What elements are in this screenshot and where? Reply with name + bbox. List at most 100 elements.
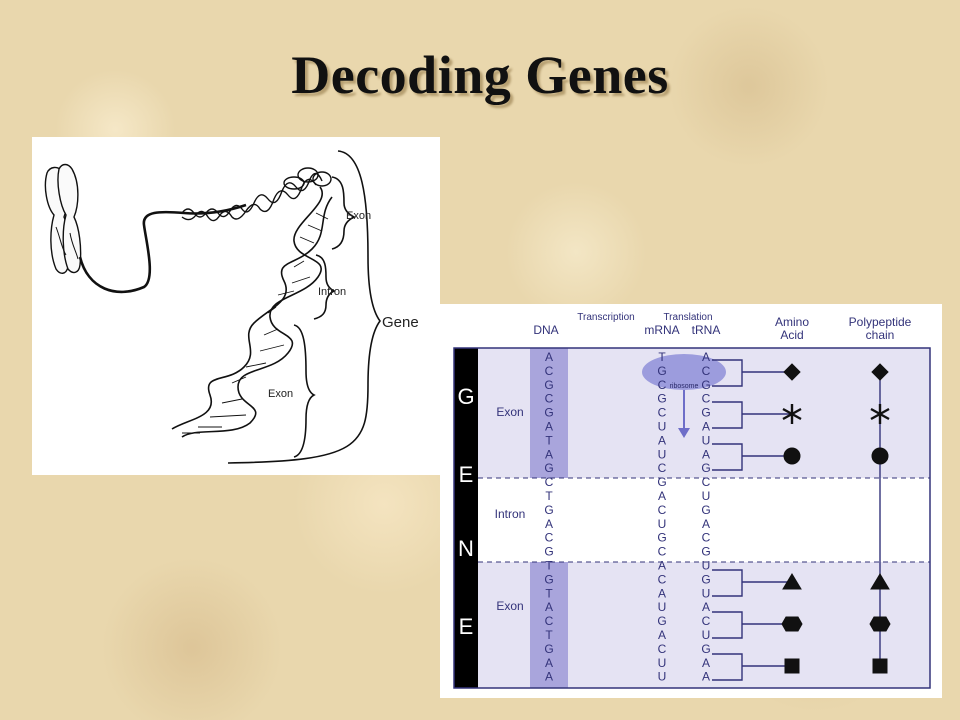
amino-acid-circle bbox=[783, 447, 801, 465]
trna-base: G bbox=[701, 461, 710, 475]
region-label-intron: Intron bbox=[495, 507, 526, 521]
polypeptide-asterisk bbox=[870, 404, 890, 424]
ribosome-label: ribosome bbox=[670, 383, 699, 390]
dna-base: C bbox=[545, 614, 554, 628]
amino-acid-asterisk bbox=[782, 404, 802, 424]
dna-helix-drawing: Exon Intron Exon Gene bbox=[44, 150, 419, 464]
table-border bbox=[453, 347, 931, 689]
trna-base: C bbox=[702, 614, 711, 628]
mrna-base: G bbox=[657, 614, 666, 628]
trna-base: C bbox=[702, 364, 711, 378]
trna-base: A bbox=[702, 517, 710, 531]
trna-base: G bbox=[701, 642, 710, 656]
translation-direction-arrowhead bbox=[678, 428, 690, 438]
trna-base: G bbox=[701, 406, 710, 420]
mrna-base: A bbox=[658, 586, 666, 600]
dna-base: G bbox=[544, 503, 553, 517]
mrna-base: G bbox=[657, 364, 666, 378]
gene-letter: E bbox=[459, 462, 474, 487]
header-amino-acid-line2: Acid bbox=[780, 328, 803, 342]
ribosome-shape bbox=[642, 354, 726, 390]
dna-base: G bbox=[544, 545, 553, 559]
mrna-base: C bbox=[658, 406, 667, 420]
header-polypeptide-line1: Polypeptide bbox=[849, 315, 912, 329]
mrna-base: A bbox=[658, 559, 666, 573]
label-intron: Intron bbox=[318, 286, 346, 298]
region-braces bbox=[227, 150, 381, 464]
trna-base: U bbox=[702, 559, 711, 573]
mrna-base: G bbox=[657, 475, 666, 489]
amino-acid-diamond bbox=[783, 363, 801, 381]
header-dna: DNA bbox=[533, 323, 558, 337]
helix-rungs bbox=[182, 212, 329, 434]
trna-base: A bbox=[702, 350, 710, 364]
amino-acid-hexagon bbox=[781, 616, 803, 632]
chromosome-shape bbox=[44, 163, 82, 274]
mrna-base: C bbox=[658, 461, 667, 475]
trna-base: A bbox=[702, 656, 710, 670]
trna-base: C bbox=[702, 475, 711, 489]
dna-highlight-top bbox=[530, 348, 568, 478]
slide-title: Decoding Genes bbox=[291, 45, 669, 105]
mrna-base: A bbox=[658, 433, 666, 447]
mrna-base: C bbox=[658, 572, 667, 586]
dna-base: A bbox=[545, 656, 553, 670]
trna-base: G bbox=[701, 572, 710, 586]
polypeptide-diamond bbox=[871, 363, 889, 381]
trna-base: G bbox=[701, 545, 710, 559]
gene-letter: N bbox=[458, 536, 474, 561]
chromatin-strand bbox=[78, 203, 247, 294]
dna-base: T bbox=[545, 559, 553, 573]
dna-base: T bbox=[545, 433, 553, 447]
dna-base: C bbox=[545, 392, 554, 406]
region-label-exon: Exon bbox=[496, 405, 523, 419]
header-polypeptide-line2: chain bbox=[866, 328, 895, 342]
mrna-base: U bbox=[658, 600, 667, 614]
amino-acid-column bbox=[781, 363, 803, 674]
dna-base: G bbox=[544, 406, 553, 420]
decoding-table-drawing: DNA Transcription Translation mRNA tRNA … bbox=[453, 312, 931, 689]
dna-base: T bbox=[545, 586, 553, 600]
trna-base: A bbox=[702, 447, 710, 461]
mrna-base: C bbox=[658, 378, 667, 392]
trna-base: U bbox=[702, 433, 711, 447]
mrna-base: C bbox=[658, 545, 667, 559]
mrna-base: T bbox=[658, 350, 666, 364]
dna-base: G bbox=[544, 642, 553, 656]
gene-letter: G bbox=[457, 384, 474, 409]
dna-base: G bbox=[544, 461, 553, 475]
mrna-base: G bbox=[657, 392, 666, 406]
amino-acid-triangle bbox=[782, 573, 802, 590]
gene-decoding-table-figure: DNA Transcription Translation mRNA tRNA … bbox=[440, 304, 942, 698]
region-label-exon: Exon bbox=[496, 599, 523, 613]
mrna-base: A bbox=[658, 489, 666, 503]
header-transcription: Transcription bbox=[577, 312, 634, 323]
polypeptide-column bbox=[869, 363, 891, 674]
header-trna: tRNA bbox=[692, 323, 721, 337]
mrna-base: A bbox=[658, 628, 666, 642]
polypeptide-hexagon bbox=[869, 616, 891, 632]
mrna-base: U bbox=[658, 656, 667, 670]
polypeptide-circle bbox=[871, 447, 889, 465]
dna-highlight-bottom bbox=[530, 562, 568, 688]
mrna-base: U bbox=[658, 447, 667, 461]
dna-base: A bbox=[545, 670, 553, 684]
gene-bar bbox=[454, 348, 478, 688]
mrna-base: U bbox=[658, 517, 667, 531]
trna-base: A bbox=[702, 420, 710, 434]
trna-base: C bbox=[702, 392, 711, 406]
label-exon-bottom: Exon bbox=[268, 388, 293, 400]
dna-base: A bbox=[545, 600, 553, 614]
dna-base: C bbox=[545, 475, 554, 489]
trna-base: A bbox=[702, 670, 710, 684]
label-exon-top: Exon bbox=[346, 210, 371, 222]
gene-letter: E bbox=[459, 614, 474, 639]
dna-base: T bbox=[545, 489, 553, 503]
dna-base: A bbox=[545, 517, 553, 531]
mrna-base: C bbox=[658, 642, 667, 656]
intron-band bbox=[454, 478, 930, 562]
trna-base: G bbox=[701, 503, 710, 517]
trna-base: U bbox=[702, 586, 711, 600]
trna-base: U bbox=[702, 628, 711, 642]
